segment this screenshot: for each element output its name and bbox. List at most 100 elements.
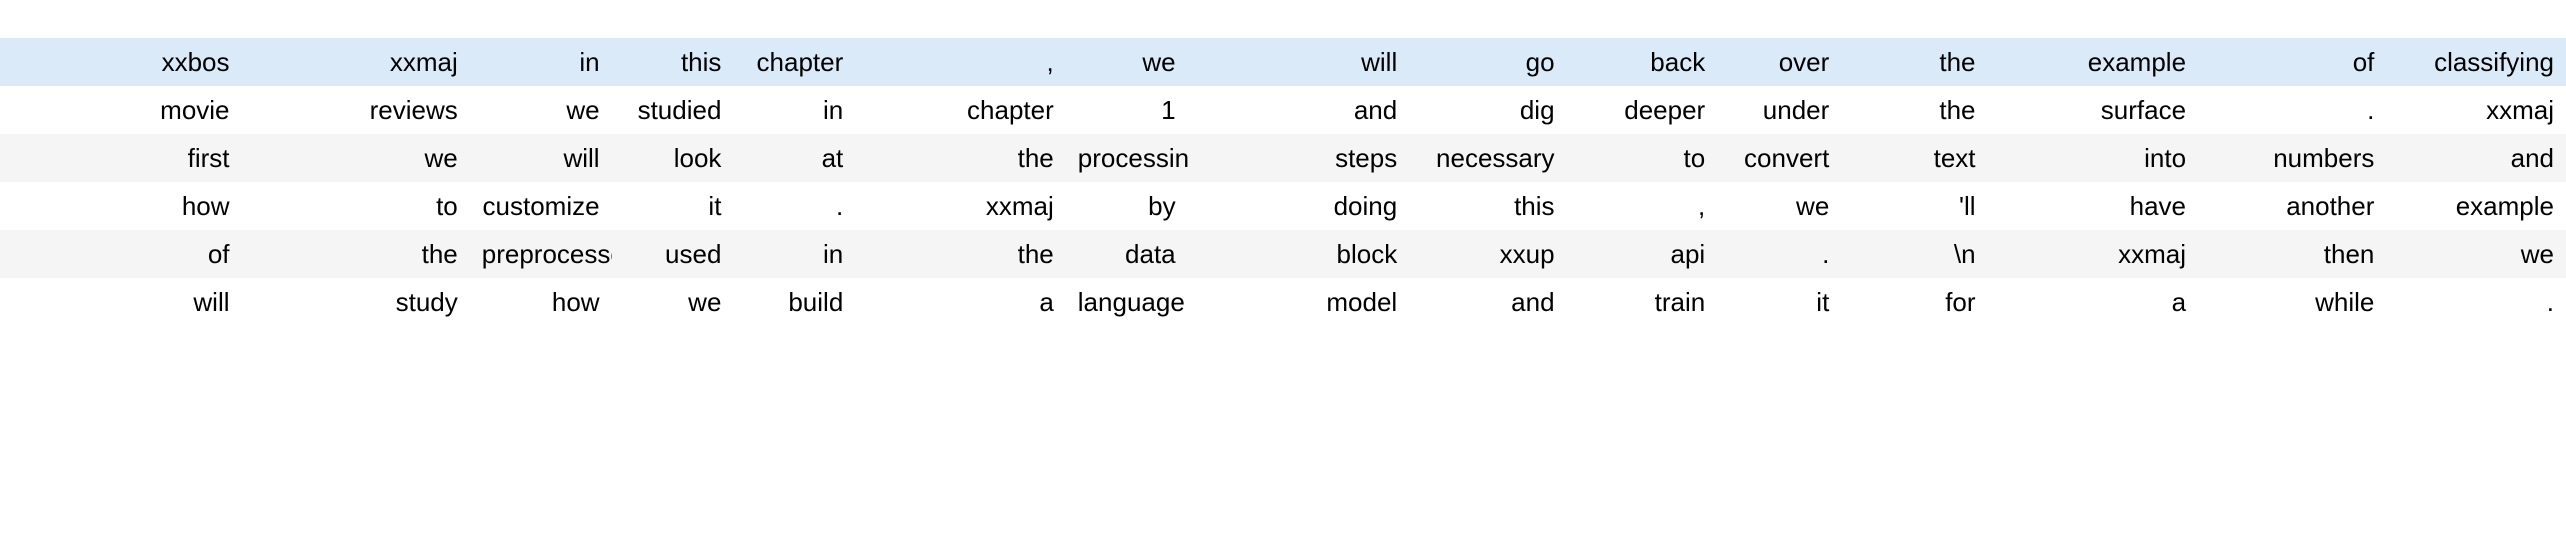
table-cell: this [1514, 191, 1555, 221]
table-cell: numbers [2273, 143, 2375, 173]
table-cell: and [2510, 143, 2554, 173]
table-cell: will [193, 287, 230, 317]
table-row[interactable]: of the preprocessor used in the data block xxup a… [0, 230, 2566, 278]
table-cell: api [1670, 239, 1706, 269]
table-cell: have [2129, 191, 2187, 221]
table-cell: doing [1333, 191, 1398, 221]
table-cell: for [1945, 287, 1976, 317]
row-gutter-cell [0, 182, 106, 230]
table-row[interactable]: firstwewilllookattheprocessingstepsneces… [0, 134, 2566, 182]
table-cell: example [2455, 191, 2554, 221]
table-cell: necessary [1436, 143, 1555, 173]
table-cell: by [1148, 191, 1176, 221]
table-cell: customize [482, 191, 600, 221]
table-cell: we [424, 143, 458, 173]
table-cell: convert [1744, 143, 1830, 173]
table-cell: back [1650, 47, 1706, 77]
table-cell: how [551, 287, 600, 317]
tokenized-text-table: xxbos xxmaj in this chapter, we will go back over… [0, 38, 2566, 326]
table-cell: we [1142, 47, 1176, 77]
table-cell: \n [1953, 239, 1976, 269]
table-cell: xxmaj [2118, 239, 2187, 269]
table-cell: train [1654, 287, 1706, 317]
table-cell: then [2323, 239, 2375, 269]
table-cell: in [823, 239, 844, 269]
table-cell: . [2546, 287, 2554, 317]
table-cell: the [1939, 95, 1976, 125]
table-cell: how [181, 191, 230, 221]
table-row[interactable]: how to customize it. xxmaj by doing this, we 'll h… [0, 182, 2566, 230]
table-cell: the [1017, 239, 1054, 269]
table-cell: 1 [1161, 95, 1176, 125]
table-cell: surface [2100, 95, 2187, 125]
table-body: xxbos xxmaj in this chapter, we will go back over… [0, 38, 2566, 326]
token-table-container: xxbos xxmaj in this chapter, we will go back over… [0, 38, 2566, 326]
table-cell: over [1778, 47, 1830, 77]
row-gutter-cell [0, 86, 106, 134]
table-cell: chapter [967, 95, 1054, 125]
table-cell: of [207, 239, 230, 269]
table-cell: under [1762, 95, 1830, 125]
table-cell: into [2144, 143, 2187, 173]
table-cell: the [421, 239, 458, 269]
table-cell: movie [160, 95, 230, 125]
table-cell: block [1336, 239, 1398, 269]
table-cell: a [2171, 287, 2187, 317]
table-cell: dig [1519, 95, 1555, 125]
table-cell: xxmaj [389, 47, 458, 77]
table-cell: to [436, 191, 458, 221]
table-cell: go [1525, 47, 1555, 77]
table-cell: at [821, 143, 844, 173]
table-cell: , [1046, 47, 1054, 77]
table-cell: classifying [2434, 47, 2554, 77]
table-cell: while [2315, 287, 2375, 317]
table-cell: build [788, 287, 844, 317]
table-cell: xxbos [161, 47, 230, 77]
table-cell: study [395, 287, 458, 317]
table-cell: look [673, 143, 722, 173]
table-cell: the [1939, 47, 1976, 77]
table-cell: , [1697, 191, 1706, 221]
table-cell: chapter [756, 47, 844, 77]
table-cell: to [1683, 143, 1706, 173]
table-cell: preprocessor [481, 239, 612, 269]
table-cell: xxmaj [985, 191, 1054, 221]
table-cell: a [1039, 287, 1054, 317]
table-cell: it [708, 191, 722, 221]
table-cell: in [823, 95, 844, 125]
table-cell: will [1361, 47, 1398, 77]
table-cell: example [2087, 47, 2187, 77]
row-gutter-cell [0, 278, 106, 326]
table-cell: processing [1077, 143, 1188, 173]
table-cell: data [1125, 239, 1176, 269]
table-cell: we [566, 95, 600, 125]
table-cell: of [2352, 47, 2375, 77]
table-cell: we [2520, 239, 2554, 269]
row-gutter-cell [0, 134, 106, 182]
table-cell: . [2367, 95, 2375, 125]
table-cell: this [680, 47, 722, 77]
table-cell: the [1017, 143, 1054, 173]
table-cell: 'll [1959, 191, 1976, 221]
table-cell: reviews [369, 95, 458, 125]
table-cell: text [1933, 143, 1976, 173]
table-cell: it [1816, 287, 1830, 317]
table-cell: xxmaj [2486, 95, 2554, 125]
table-cell: used [665, 239, 722, 269]
table-cell: model [1326, 287, 1398, 317]
table-cell: studied [637, 95, 722, 125]
table-row[interactable]: xxbos xxmaj in this chapter, we will go back over… [0, 38, 2566, 86]
table-cell: we [1796, 191, 1830, 221]
table-cell: first [187, 143, 230, 173]
table-cell: another [2286, 191, 2375, 221]
table-cell: steps [1335, 143, 1398, 173]
table-cell: in [579, 47, 600, 77]
table-cell: and [1511, 287, 1555, 317]
table-cell: deeper [1624, 95, 1706, 125]
table-cell: we [688, 287, 722, 317]
table-cell: . [836, 191, 844, 221]
table-cell: . [1822, 239, 1830, 269]
table-cell: xxup [1499, 239, 1555, 269]
